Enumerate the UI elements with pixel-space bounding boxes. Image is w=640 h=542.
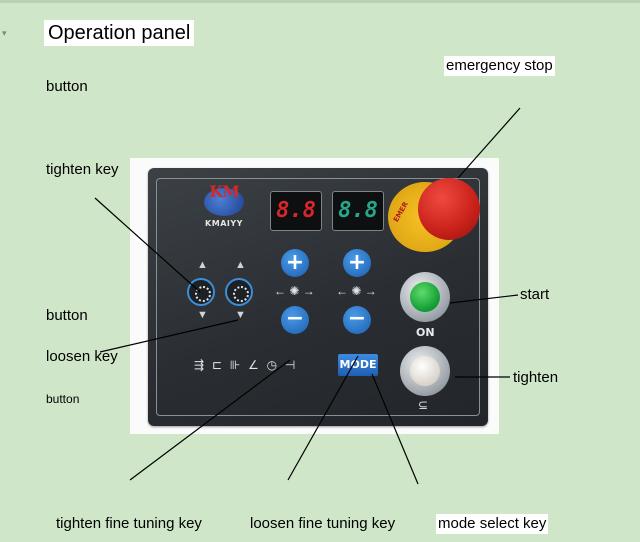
start-button[interactable] — [400, 272, 450, 322]
start-button-face — [410, 282, 440, 312]
panel-border — [156, 178, 480, 416]
label-loosen-fine-tuning-key: loosen fine tuning key — [250, 515, 396, 532]
plus-button-left[interactable]: + — [281, 249, 309, 277]
page-title: Operation panel — [44, 20, 195, 46]
emergency-stop-button[interactable] — [418, 178, 480, 240]
loosen-key[interactable] — [225, 278, 253, 306]
label-emergency-stop: emergency stop — [444, 56, 555, 76]
panel-photo: KM KMAIYY 8.8 8.8 ▲ ▲ ▼ ▼ + ← ✺ → − + ← … — [130, 158, 499, 434]
line-tighten-key — [94, 197, 201, 293]
sun-icon: ← ✺ → — [336, 284, 377, 298]
stop-symbol-icon: ⊆ — [418, 398, 429, 412]
line-tighten-fine — [129, 359, 291, 481]
on-label: ON — [416, 326, 435, 339]
label-tighten-key: tighten key — [46, 161, 119, 178]
label-button-3: button — [46, 392, 80, 406]
display-red: 8.8 — [270, 191, 322, 231]
label-tighten-fine-tuning-key: tighten fine tuning key — [56, 515, 202, 532]
label-mode-select-key: mode select key — [436, 514, 549, 534]
label-loosen-key: loosen key — [46, 348, 118, 365]
label-tighten: tighten — [513, 369, 559, 386]
control-panel: KM KMAIYY 8.8 8.8 ▲ ▲ ▼ ▼ + ← ✺ → − + ← … — [148, 168, 488, 426]
down-arrow-icon: ▼ — [235, 309, 246, 321]
collapse-arrow-icon[interactable]: ▾ — [2, 28, 7, 38]
label-button-2: button — [46, 307, 88, 324]
plus-button-right[interactable]: + — [343, 249, 371, 277]
tighten-button-face — [410, 356, 440, 386]
fine-tuning-icons[interactable]: ⇶ ⊏ ⊪ ∠ ◷ ⊣ — [194, 358, 298, 372]
down-arrow-icon: ▼ — [197, 309, 208, 321]
up-arrow-icon: ▲ — [235, 259, 246, 271]
line-loosen-key — [99, 319, 239, 353]
mode-select-button[interactable]: MODE — [338, 354, 378, 376]
brand-logo: KM KMAIYY — [196, 182, 252, 228]
display-green: 8.8 — [332, 191, 384, 231]
line-start — [449, 294, 519, 304]
line-mode-select — [371, 373, 419, 485]
label-button-1: button — [46, 78, 88, 95]
sun-icon: ← ✺ → — [274, 284, 315, 298]
line-loosen-fine — [287, 355, 359, 481]
brand-name: KMAIYY — [205, 219, 243, 228]
label-start: start — [520, 286, 550, 303]
top-border — [0, 0, 640, 3]
minus-button-right[interactable]: − — [343, 306, 371, 334]
up-arrow-icon: ▲ — [197, 259, 208, 271]
tighten-button[interactable] — [400, 346, 450, 396]
globe-logo-icon: KM — [204, 182, 244, 216]
line-emergency-stop — [457, 107, 521, 179]
minus-button-left[interactable]: − — [281, 306, 309, 334]
tighten-key[interactable] — [187, 278, 215, 306]
logo-mark-text: KM — [209, 182, 240, 201]
